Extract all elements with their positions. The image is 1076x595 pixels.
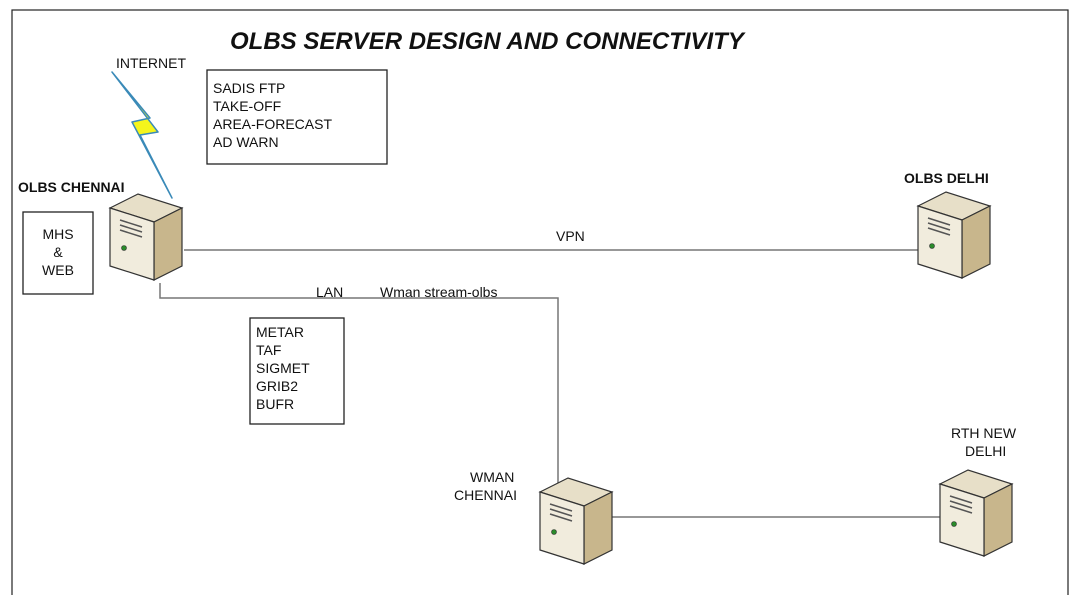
mhs-web-line: WEB xyxy=(42,262,74,278)
lan-product-item: GRIB2 xyxy=(256,378,298,394)
vpn-label: VPN xyxy=(556,228,585,244)
olbs-chennai-label: OLBS CHENNAI xyxy=(18,179,125,195)
rth-new-delhi-label: DELHI xyxy=(965,443,1006,459)
lan-product-item: BUFR xyxy=(256,396,294,412)
lan-link xyxy=(159,283,559,485)
lan-product-item: TAF xyxy=(256,342,281,358)
internet-services-box xyxy=(206,69,388,165)
internet-service-item: AD WARN xyxy=(213,134,279,150)
internet-service-item: AREA-FORECAST xyxy=(213,116,332,132)
lightning-icon xyxy=(111,71,173,199)
wman-chennai-label: WMAN xyxy=(470,469,514,485)
olbs-delhi-server-icon xyxy=(917,191,991,279)
wman-chennai-server-icon xyxy=(539,477,613,565)
lan-product-item: SIGMET xyxy=(256,360,310,376)
olbs-chennai-server-icon xyxy=(109,193,183,281)
internet-label: INTERNET xyxy=(116,55,186,71)
lan-label: LAN xyxy=(316,284,343,300)
rth-new-delhi-server-icon xyxy=(939,469,1013,557)
wman-chennai-label: CHENNAI xyxy=(454,487,517,503)
diagram-frame xyxy=(11,9,1069,595)
diagram-title: OLBS SERVER DESIGN AND CONNECTIVITY xyxy=(230,28,746,55)
lan-product-item: METAR xyxy=(256,324,304,340)
lan-products-box xyxy=(249,317,345,425)
wman-stream-label: Wman stream-olbs xyxy=(380,284,497,300)
internet-service-item: TAKE-OFF xyxy=(213,98,281,114)
mhs-web-line: & xyxy=(53,244,63,260)
internet-service-item: SADIS FTP xyxy=(213,80,285,96)
rth-new-delhi-label: RTH NEW xyxy=(951,425,1017,441)
mhs-web-box xyxy=(22,211,94,295)
olbs-delhi-label: OLBS DELHI xyxy=(904,170,989,186)
mhs-web-line: MHS xyxy=(42,226,73,242)
